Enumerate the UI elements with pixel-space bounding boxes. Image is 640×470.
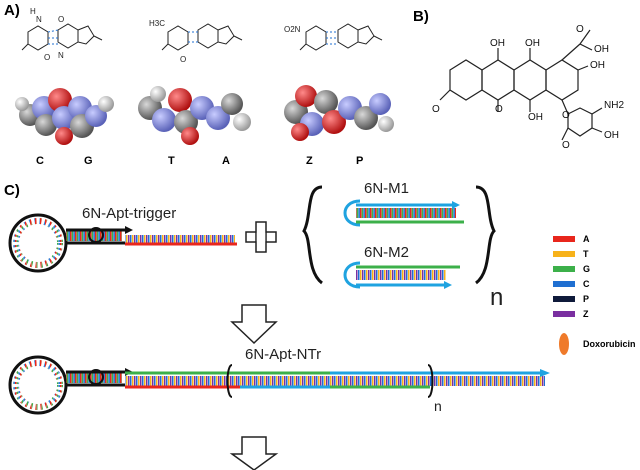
cg-spacefill bbox=[15, 88, 114, 145]
down-arrow-2 bbox=[229, 436, 279, 470]
panel-c-label: C) bbox=[4, 182, 20, 199]
pair-1-left-label: C bbox=[36, 155, 44, 167]
legend-swatch-t bbox=[553, 251, 575, 257]
down-arrow-1 bbox=[230, 304, 278, 345]
base-pair-figure: H N O O N H3C O O2N bbox=[15, 7, 394, 145]
legend-item-g: G bbox=[553, 264, 590, 274]
ta-spacefill bbox=[138, 86, 251, 145]
dox-oh-4: OH bbox=[590, 60, 605, 71]
trigger-label: 6N-Apt-trigger bbox=[82, 205, 177, 222]
dox-glyco-o: O bbox=[562, 110, 570, 121]
dox-nh2: NH2 bbox=[604, 100, 625, 111]
dox-o-methoxy: O bbox=[432, 104, 440, 115]
ta-structure bbox=[161, 23, 243, 51]
legend-label-c: C bbox=[583, 279, 590, 289]
svg-text:H: H bbox=[30, 7, 36, 16]
product-label: 6N-Apt-NTr bbox=[245, 346, 322, 363]
legend-swatch-p bbox=[553, 296, 575, 302]
dox-oh-3: OH bbox=[594, 44, 609, 55]
svg-text:O: O bbox=[58, 15, 64, 24]
m2-label: 6N-M2 bbox=[364, 244, 410, 261]
legend-item-a: A bbox=[553, 234, 590, 244]
panel-a-label: A) bbox=[4, 2, 20, 19]
dox-o-ketone-2: O bbox=[495, 104, 503, 115]
dox-oh-5: OH bbox=[528, 112, 543, 123]
nitro-label: O2N bbox=[284, 25, 301, 34]
trigger-construct bbox=[8, 213, 237, 273]
zp-spacefill bbox=[284, 85, 394, 141]
dox-o-ring: O bbox=[562, 140, 570, 151]
legend-item-t: T bbox=[553, 249, 589, 259]
product-construct bbox=[8, 355, 550, 415]
svg-text:O: O bbox=[180, 55, 186, 64]
left-brace bbox=[302, 185, 324, 285]
m1-label: 6N-M1 bbox=[364, 180, 410, 197]
svg-text:N: N bbox=[58, 51, 64, 60]
pair-3-right-label: P bbox=[356, 155, 364, 167]
legend-swatch-a bbox=[553, 236, 575, 242]
legend-label-p: P bbox=[583, 294, 590, 304]
pair-2-right-label: A bbox=[222, 155, 230, 167]
legend-item-p: P bbox=[553, 294, 589, 304]
legend-item-doxorubicin: Doxorubicin bbox=[553, 333, 636, 355]
panel-b-label: B) bbox=[413, 8, 429, 25]
legend-label-a: A bbox=[583, 234, 590, 244]
doxorubicin-structure bbox=[439, 29, 603, 141]
zp-structure bbox=[299, 23, 383, 51]
methyl-label: H3C bbox=[149, 19, 165, 28]
pair-1-right-label: G bbox=[84, 155, 93, 167]
legend-item-z: Z bbox=[553, 309, 589, 319]
svg-text:O: O bbox=[44, 53, 50, 62]
plus-icon bbox=[245, 221, 277, 253]
legend-label-g: G bbox=[583, 264, 591, 274]
repeat-n-label: n bbox=[490, 284, 504, 311]
legend-swatch-z bbox=[553, 311, 575, 317]
doxorubicin-icon bbox=[559, 333, 569, 355]
cg-structure bbox=[21, 23, 103, 51]
legend-label-doxorubicin: Doxorubicin bbox=[583, 339, 636, 349]
legend-item-c: C bbox=[553, 279, 590, 289]
legend-swatch-c bbox=[553, 281, 575, 287]
svg-text:N: N bbox=[36, 15, 42, 24]
dox-o-ketone-1: O bbox=[576, 24, 584, 35]
m2-construct bbox=[343, 261, 460, 289]
pair-2-left-label: T bbox=[168, 155, 175, 167]
m1-construct bbox=[343, 199, 464, 227]
legend-label-z: Z bbox=[583, 309, 589, 319]
dox-oh-6: OH bbox=[604, 130, 619, 141]
dox-oh-1: OH bbox=[490, 38, 505, 49]
product-n-label: n bbox=[434, 398, 442, 414]
legend-label-t: T bbox=[583, 249, 589, 259]
legend-swatch-g bbox=[553, 266, 575, 272]
right-brace bbox=[474, 185, 496, 285]
assembly-diagram bbox=[8, 185, 550, 470]
pair-3-left-label: Z bbox=[306, 155, 313, 167]
dox-oh-2: OH bbox=[525, 38, 540, 49]
